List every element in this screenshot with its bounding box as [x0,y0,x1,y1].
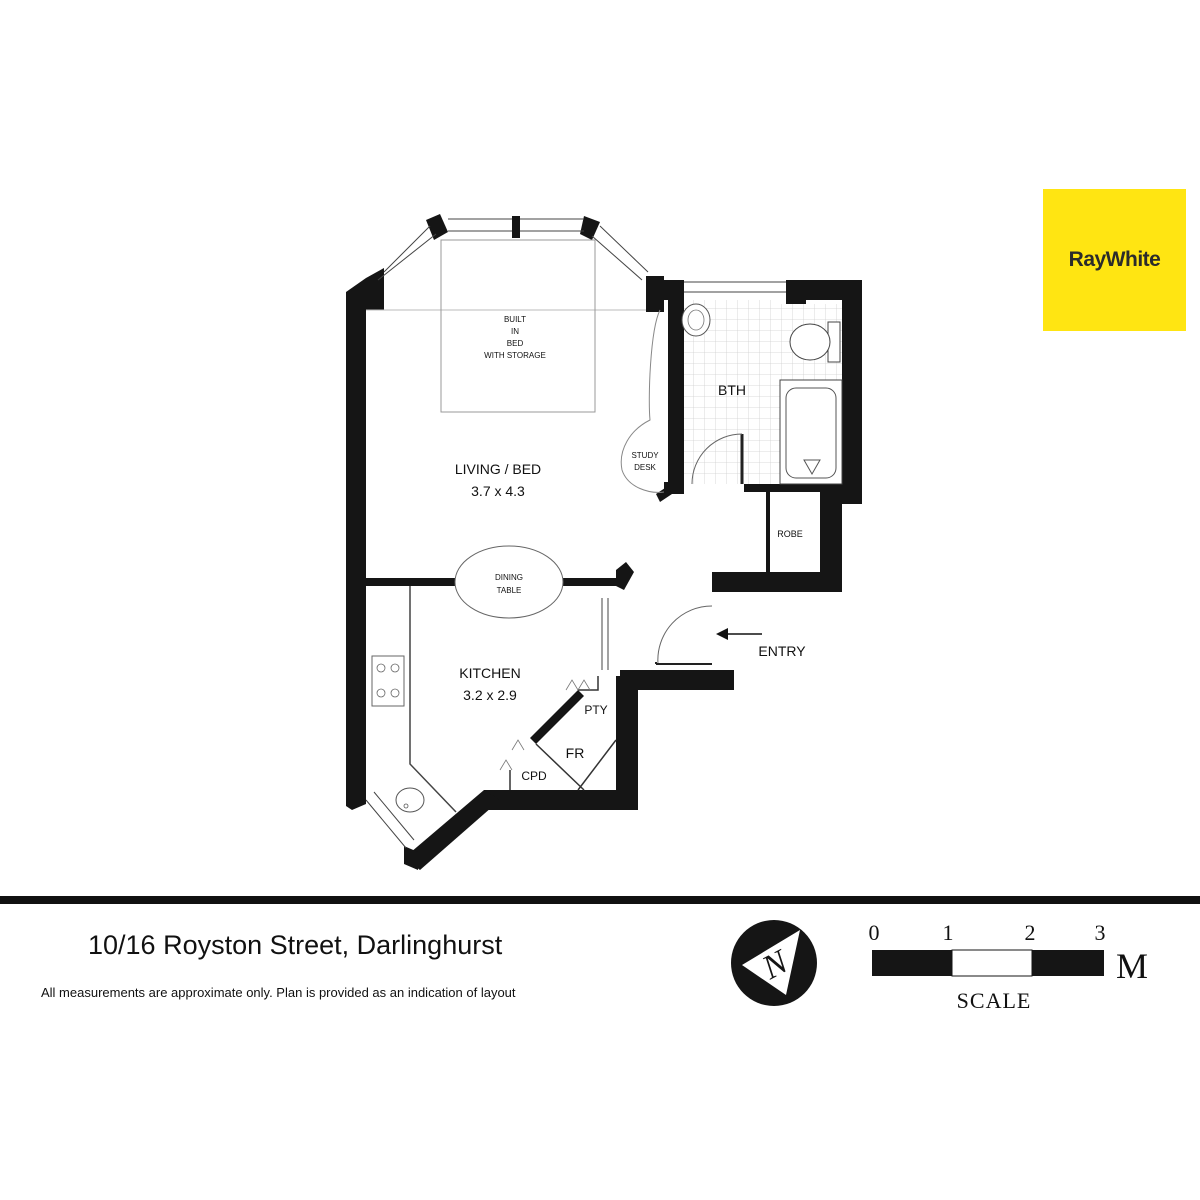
bathtub-icon [779,379,843,485]
cupboard-label: CPD [521,769,547,783]
entry-label: ENTRY [758,643,806,659]
pantry-label: PTY [584,703,607,717]
windows [365,218,786,849]
kitchen: KITCHEN 3.2 x 2.9 [371,586,521,813]
sink-icon [395,787,425,813]
living-room-name: LIVING / BED [455,461,541,477]
scale-tick-1: 1 [943,920,954,945]
bathroom-door-icon [691,433,744,485]
kitchen-name: KITCHEN [459,665,520,681]
bathroom-label: BTH [718,382,746,398]
kitchen-size: 3.2 x 2.9 [463,687,517,703]
entry-door-icon [655,605,713,665]
cooktop-icon [371,655,405,707]
study-desk-label-2: DESK [634,463,656,472]
disclaimer-text: All measurements are approximate only. P… [41,985,516,1000]
study-desk: STUDY DESK [620,309,665,493]
pantry-fridge-cupboard: PTY FR CPD [499,676,617,791]
robe-label: ROBE [777,529,803,539]
bed-label-4: WITH STORAGE [484,351,546,360]
dining-table: DINING TABLE [454,545,564,619]
scale-tick-0: 0 [869,920,880,945]
basin-icon [681,303,711,337]
scale-tick-3: 3 [1095,920,1106,945]
scale-unit: M [1116,946,1148,986]
walls [346,214,862,870]
fridge-label: FR [566,745,585,761]
bed-label-1: BUILT [504,315,526,324]
toilet-icon [789,321,841,363]
bed-label-3: BED [507,339,524,348]
property-address: 10/16 Royston Street, Darlinghurst [88,930,503,960]
footer-divider [0,896,1200,904]
dining-label-2: TABLE [497,586,522,595]
study-desk-label-1: STUDY [631,451,659,460]
built-in-bed: BUILT IN BED WITH STORAGE [366,239,646,413]
bathroom: BTH [681,300,843,485]
north-compass-icon: N [731,920,817,1006]
raywhite-logo: RayWhite [1043,189,1186,331]
brand-name: RayWhite [1068,248,1161,271]
scale-tick-2: 2 [1025,920,1036,945]
scale-bar: 0 1 2 3 M SCALE [869,920,1149,1013]
bed-label-2: IN [511,327,519,336]
scale-label: SCALE [957,988,1032,1013]
entry-arrow-icon [716,628,762,640]
living-room-size: 3.7 x 4.3 [471,483,525,499]
dining-label-1: DINING [495,573,523,582]
